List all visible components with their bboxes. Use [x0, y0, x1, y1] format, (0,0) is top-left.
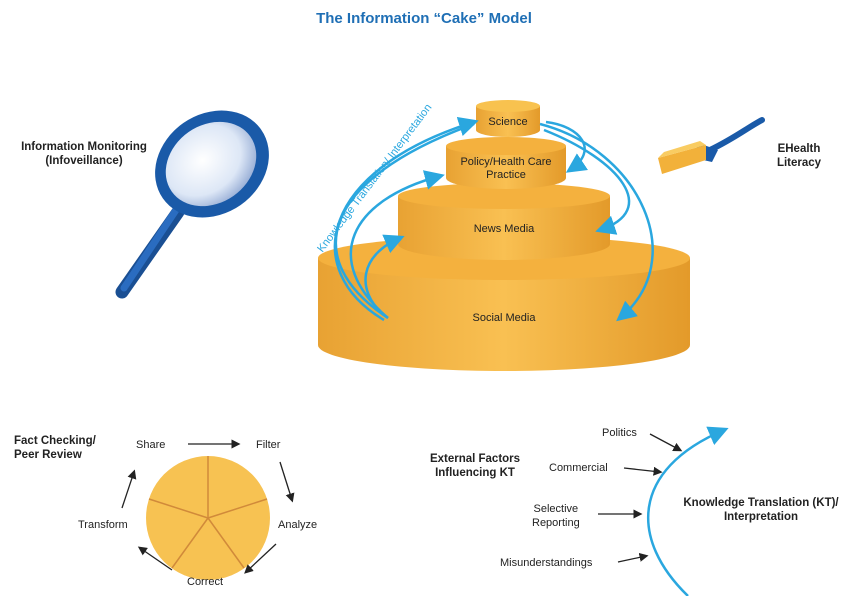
tier-news: News Media	[473, 223, 535, 235]
step-filter: Filter	[256, 439, 281, 451]
factor-misunderstandings: Misunderstandings	[500, 557, 593, 569]
ehealth-label: EHealth Literacy	[764, 142, 834, 170]
cake-slice-icon	[658, 117, 765, 174]
tier-policy-line2: Practice	[486, 169, 526, 181]
step-analyze: Analyze	[278, 519, 318, 531]
kt-result-line1: Knowledge Translation (KT)/	[683, 497, 839, 509]
tier-policy-line1: Policy/Health Care	[460, 156, 552, 168]
step-correct: Correct	[187, 576, 224, 588]
factor-commercial: Commercial	[549, 462, 608, 474]
external-heading-line1: External Factors	[429, 453, 521, 465]
monitoring-label: Information Monitoring (Infoveillance)	[14, 140, 154, 168]
fact-check-heading-line2: Peer Review	[14, 449, 82, 461]
step-transform: Transform	[78, 519, 128, 531]
fact-check-heading-line1: Fact Checking/	[14, 435, 96, 447]
factor-selective-line2: Reporting	[532, 517, 580, 529]
kt-result-line2: Interpretation	[723, 511, 799, 523]
ehealth-line2: Literacy	[776, 157, 822, 169]
monitoring-line2: (Infoveillance)	[45, 155, 123, 167]
fact-check-heading: Fact Checking/ Peer Review	[14, 434, 124, 462]
page-title: The Information “Cake” Model	[316, 10, 532, 27]
tier-social: Social Media	[472, 312, 536, 324]
cake-illustration	[318, 100, 690, 371]
ehealth-line1: EHealth	[777, 143, 821, 155]
kt-result-label: Knowledge Translation (KT)/ Interpretati…	[676, 496, 846, 524]
fact-check-arrows	[121, 439, 295, 574]
magnifier-icon	[115, 110, 269, 299]
factor-arrows	[598, 433, 683, 563]
step-share: Share	[136, 439, 166, 451]
external-heading-line2: Influencing KT	[435, 467, 515, 479]
factor-selective: Selective Reporting	[532, 502, 580, 530]
kt-curve	[646, 426, 729, 596]
factor-politics: Politics	[602, 427, 637, 439]
tier-science: Science	[488, 116, 528, 128]
monitoring-line1: Information Monitoring	[21, 141, 147, 153]
fact-check-wheel	[146, 456, 270, 580]
knowledge-flow-arrows	[333, 116, 654, 322]
factor-selective-line1: Selective	[533, 503, 579, 515]
tier-policy: Policy/Health Care Practice	[446, 156, 566, 182]
external-heading: External Factors Influencing KT	[420, 452, 530, 480]
